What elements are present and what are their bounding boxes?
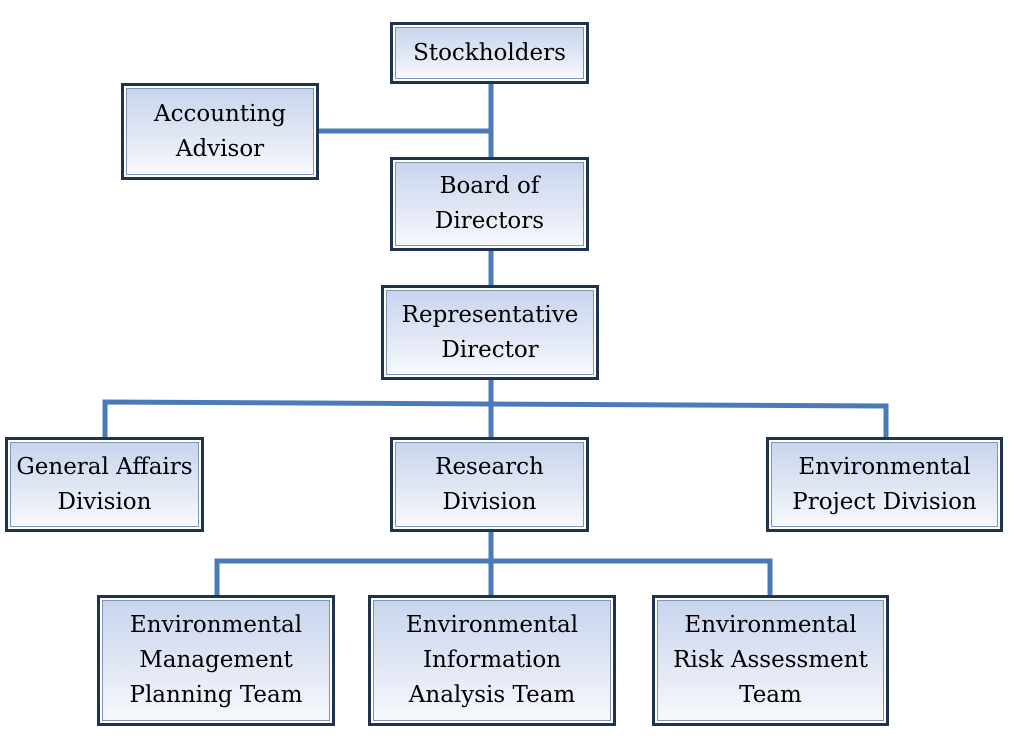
node-general-affairs-division: General Affairs Division xyxy=(5,437,204,532)
node-label-general-affairs-division: General Affairs Division xyxy=(10,442,199,527)
node-label-board-of-directors: Board of Directors xyxy=(395,162,584,246)
node-label-environmental-information-analysis-team: Environmental Information Analysis Team xyxy=(373,600,611,721)
node-stockholders: Stockholders xyxy=(390,22,589,84)
node-environmental-management-planning-team: Environmental Management Planning Team xyxy=(97,595,335,726)
node-label-stockholders: Stockholders xyxy=(395,27,584,79)
node-environmental-information-analysis-team: Environmental Information Analysis Team xyxy=(368,595,616,726)
node-label-environmental-project-division: Environmental Project Division xyxy=(771,442,998,527)
node-label-accounting-advisor: Accounting Advisor xyxy=(126,88,314,175)
node-representative-director: Representative Director xyxy=(381,285,599,380)
node-label-environmental-risk-assessment-team: Environmental Risk Assessment Team xyxy=(657,600,884,721)
node-label-environmental-management-planning-team: Environmental Management Planning Team xyxy=(102,600,330,721)
connector-division-bus xyxy=(102,399,889,440)
node-environmental-risk-assessment-team: Environmental Risk Assessment Team xyxy=(652,595,889,726)
node-accounting-advisor: Accounting Advisor xyxy=(121,83,319,180)
node-research-division: Research Division xyxy=(390,437,589,532)
connector-team-bus xyxy=(214,558,773,598)
node-environmental-project-division: Environmental Project Division xyxy=(766,437,1003,532)
node-board-of-directors: Board of Directors xyxy=(390,157,589,251)
node-label-representative-director: Representative Director xyxy=(386,290,594,375)
node-label-research-division: Research Division xyxy=(395,442,584,527)
